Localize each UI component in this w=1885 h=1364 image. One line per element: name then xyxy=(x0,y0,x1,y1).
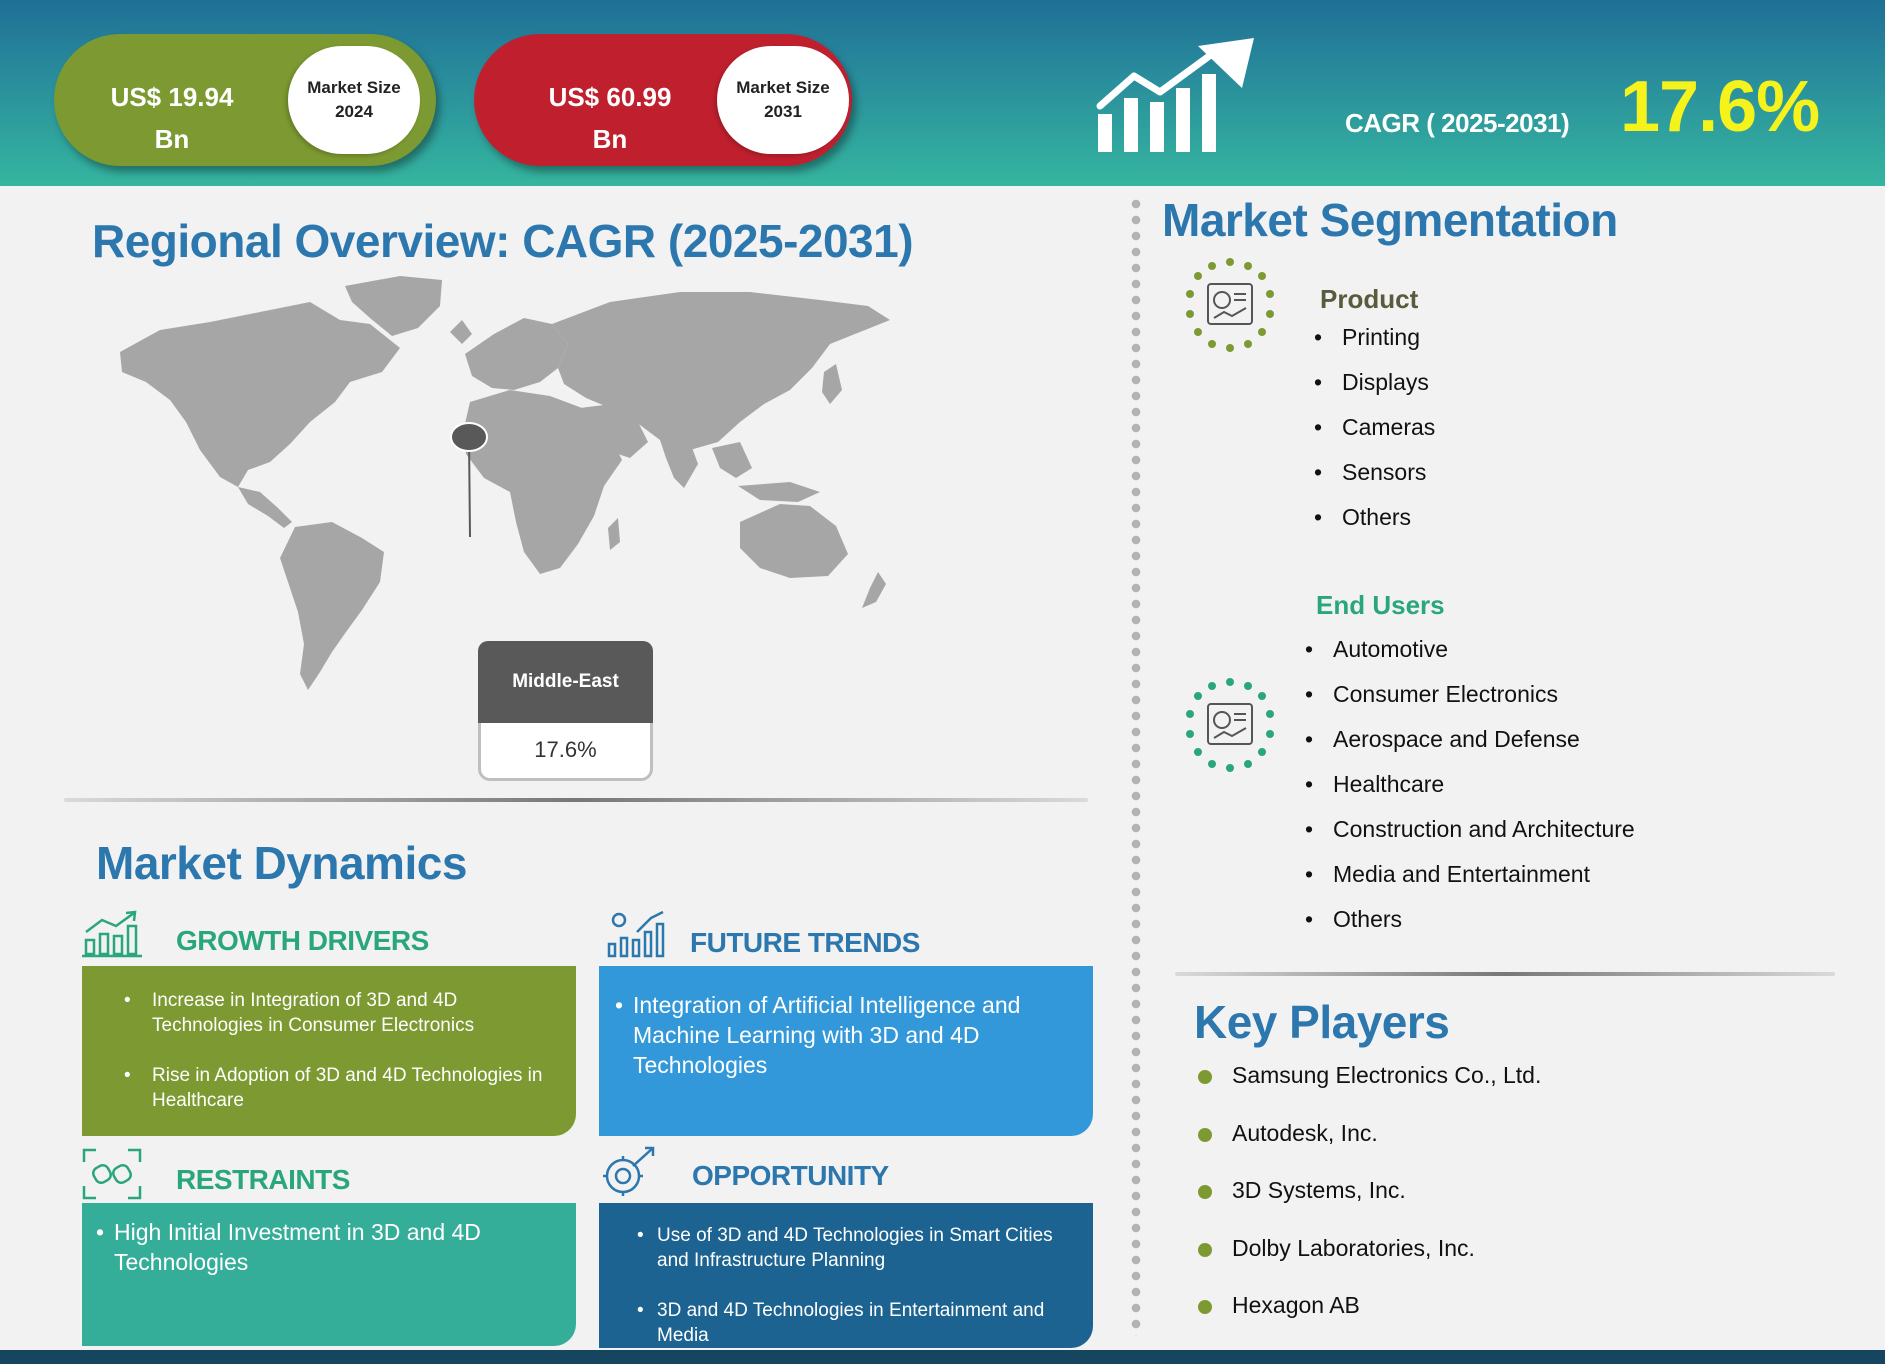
region-callout: Middle-East 17.6% xyxy=(478,641,653,781)
list-item: Construction and Architecture xyxy=(1305,814,1635,859)
future-trends-icon xyxy=(607,910,665,958)
regional-overview-title: Regional Overview: CAGR (2025-2031) xyxy=(92,215,914,267)
footer-bar xyxy=(0,1350,1885,1364)
list-item: Samsung Electronics Co., Ltd. xyxy=(1198,1060,1541,1118)
list-item: Healthcare xyxy=(1305,769,1635,814)
market-size-2024-value: US$ 19.94 Bn xyxy=(72,76,272,160)
end-users-report-icon xyxy=(1186,678,1274,772)
header-band: US$ 19.94 Bn Market Size 2024 US$ 60.99 … xyxy=(0,0,1885,186)
restraints-heading: RESTRAINTS xyxy=(176,1164,350,1195)
vertical-dotted-divider xyxy=(1131,196,1141,1336)
list-item: Sensors xyxy=(1314,457,1435,502)
growth-drivers-heading: GROWTH DRIVERS xyxy=(176,925,429,956)
list-item: Rise in Adoption of 3D and 4D Technologi… xyxy=(104,1063,552,1113)
market-size-2031-value: US$ 60.99 Bn xyxy=(510,76,710,160)
growth-drivers-card: Increase in Integration of 3D and 4D Tec… xyxy=(82,966,576,1136)
horizontal-divider-left xyxy=(64,798,1088,802)
end-users-list: Automotive Consumer Electronics Aerospac… xyxy=(1305,634,1635,949)
restraints-card: High Initial Investment in 3D and 4D Tec… xyxy=(82,1203,576,1346)
list-item: Increase in Integration of 3D and 4D Tec… xyxy=(104,988,552,1038)
world-map xyxy=(120,276,890,690)
region-value-box xyxy=(478,713,653,781)
cagr-value: 17.6% xyxy=(1620,67,1820,147)
market-size-2024-pill: US$ 19.94 Bn Market Size 2024 xyxy=(54,34,436,166)
region-name: Middle-East xyxy=(478,641,653,723)
market-size-2024-amount: US$ 19.94 xyxy=(110,82,234,112)
restraints-icon xyxy=(82,1148,142,1200)
list-item: Cameras xyxy=(1314,412,1435,457)
product-list: Printing Displays Cameras Sensors Others xyxy=(1314,322,1435,547)
growth-chart-icon xyxy=(1096,38,1254,152)
market-size-2031-label: Market Size 2031 xyxy=(717,46,849,154)
list-item: Displays xyxy=(1314,367,1435,412)
list-item: Others xyxy=(1305,904,1635,949)
list-item: Consumer Electronics xyxy=(1305,679,1635,724)
market-size-2031-amount: US$ 60.99 xyxy=(548,82,672,112)
market-size-year: 2031 xyxy=(764,102,802,121)
market-segmentation-title: Market Segmentation xyxy=(1162,194,1618,246)
list-item: 3D Systems, Inc. xyxy=(1198,1175,1541,1233)
opportunity-icon xyxy=(603,1146,655,1196)
market-dynamics-title: Market Dynamics xyxy=(96,837,467,889)
list-item: Autodesk, Inc. xyxy=(1198,1118,1541,1176)
key-players-list: Samsung Electronics Co., Ltd. Autodesk, … xyxy=(1198,1060,1541,1348)
list-item: Media and Entertainment xyxy=(1305,859,1635,904)
list-item: Aerospace and Defense xyxy=(1305,724,1635,769)
list-item: Others xyxy=(1314,502,1435,547)
growth-drivers-icon xyxy=(82,910,142,958)
key-players-title: Key Players xyxy=(1194,996,1450,1048)
opportunity-card: Use of 3D and 4D Technologies in Smart C… xyxy=(599,1203,1093,1348)
list-item: High Initial Investment in 3D and 4D Tec… xyxy=(88,1217,556,1277)
list-item: Printing xyxy=(1314,322,1435,367)
product-report-icon xyxy=(1186,258,1274,352)
market-size-label-text: Market Size xyxy=(736,78,830,97)
cagr-label: CAGR ( 2025-2031) xyxy=(1345,108,1570,138)
market-size-2031-pill: US$ 60.99 Bn Market Size 2031 xyxy=(474,34,852,166)
future-trends-heading: FUTURE TRENDS xyxy=(690,927,920,958)
list-item: Automotive xyxy=(1305,634,1635,679)
list-item: Use of 3D and 4D Technologies in Smart C… xyxy=(619,1223,1073,1273)
market-size-year: 2024 xyxy=(335,102,373,121)
list-item: Hexagon AB xyxy=(1198,1290,1541,1348)
horizontal-divider-right xyxy=(1175,972,1835,976)
region-marker xyxy=(450,422,488,452)
future-trends-card: Integration of Artificial Intelligence a… xyxy=(599,966,1093,1136)
end-users-heading: End Users xyxy=(1316,590,1445,620)
list-item: 3D and 4D Technologies in Entertainment … xyxy=(619,1298,1073,1348)
list-item: Dolby Laboratories, Inc. xyxy=(1198,1233,1541,1291)
region-pointer-line xyxy=(468,436,471,538)
market-size-2031-unit: Bn xyxy=(592,124,628,154)
market-size-label-text: Market Size xyxy=(307,78,401,97)
market-size-2024-unit: Bn xyxy=(154,124,190,154)
market-size-2024-label: Market Size 2024 xyxy=(288,46,420,154)
region-cagr-value: 17.6% xyxy=(534,737,597,762)
product-heading: Product xyxy=(1320,284,1419,314)
opportunity-heading: OPPORTUNITY xyxy=(692,1160,889,1191)
list-item: Integration of Artificial Intelligence a… xyxy=(607,990,1073,1080)
